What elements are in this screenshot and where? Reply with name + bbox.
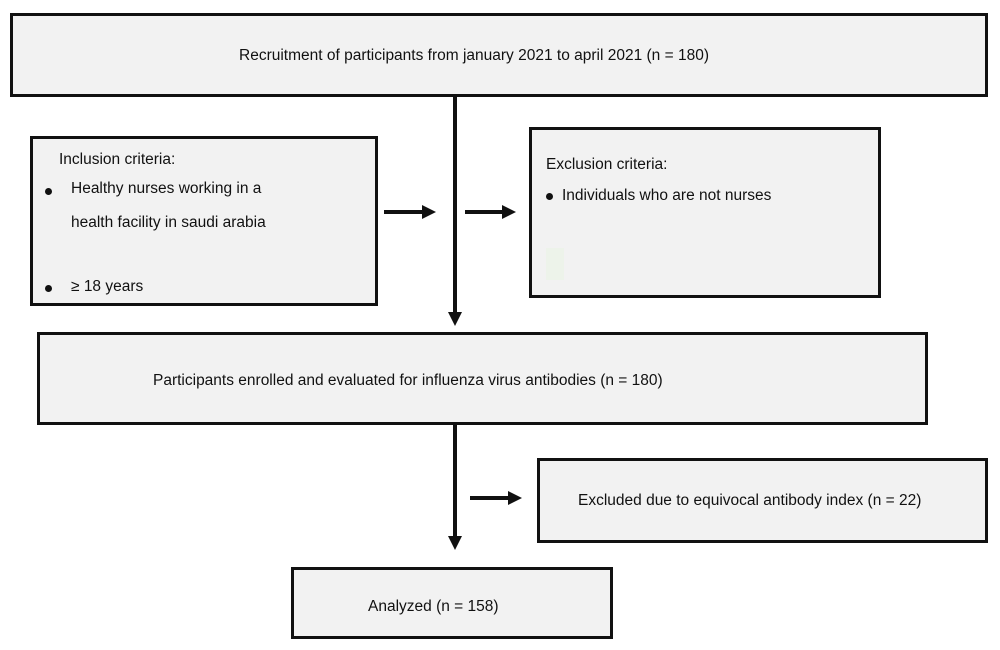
recruitment-box: Recruitment of participants from january… xyxy=(10,13,988,97)
exclusion-item-1: Individuals who are not nurses xyxy=(562,187,772,204)
inclusion-item-1-line2: health facility in saudi arabia xyxy=(71,214,266,231)
bullet-icon xyxy=(546,193,553,200)
inclusion-criteria-box: Inclusion criteria: Healthy nurses worki… xyxy=(30,136,378,306)
highlight-mark xyxy=(546,248,564,280)
recruitment-text: Recruitment of participants from january… xyxy=(239,47,709,64)
exclusion-title: Exclusion criteria: xyxy=(546,156,668,173)
bullet-icon xyxy=(45,188,52,195)
inclusion-title: Inclusion criteria: xyxy=(59,151,176,168)
enrolled-box: Participants enrolled and evaluated for … xyxy=(37,332,928,425)
enrolled-text: Participants enrolled and evaluated for … xyxy=(153,372,663,389)
inclusion-item-1-line1: Healthy nurses working in a xyxy=(71,180,262,197)
bullet-icon xyxy=(45,285,52,292)
excluded-box: Excluded due to equivocal antibody index… xyxy=(537,458,988,543)
inclusion-item-2: ≥ 18 years xyxy=(71,278,144,295)
analyzed-box: Analyzed (n = 158) xyxy=(291,567,613,639)
exclusion-criteria-box: Exclusion criteria: Individuals who are … xyxy=(529,127,881,298)
excluded-text: Excluded due to equivocal antibody index… xyxy=(578,492,922,509)
analyzed-text: Analyzed (n = 158) xyxy=(368,598,499,615)
